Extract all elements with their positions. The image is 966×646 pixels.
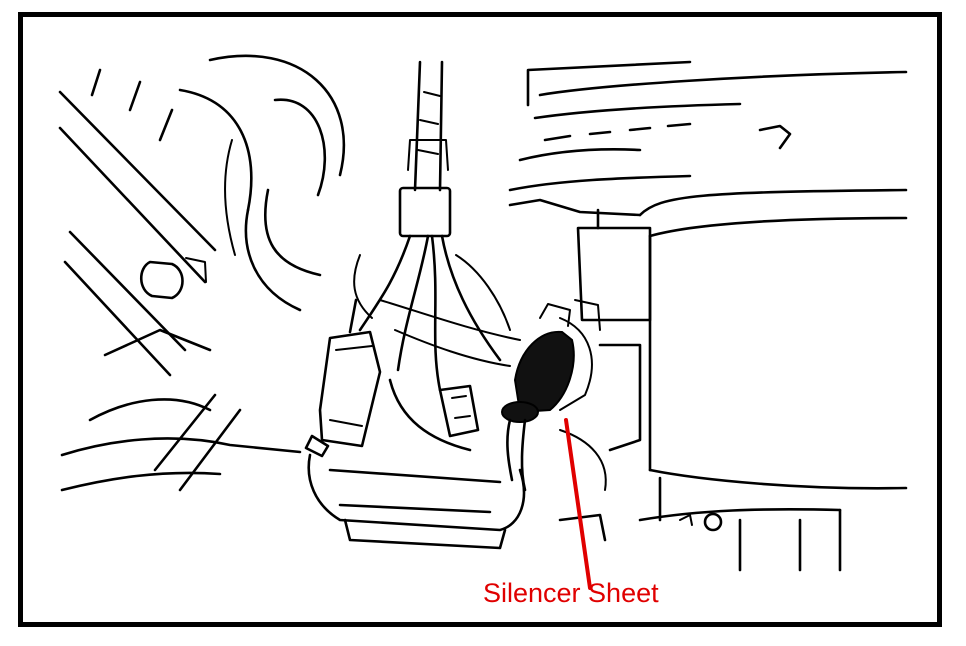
diagram-frame: [18, 12, 942, 627]
left-connector: [304, 298, 382, 458]
upper-duct: [178, 54, 346, 312]
black-connector: [501, 299, 601, 492]
wire-harness: [353, 60, 521, 392]
left-bracket: [58, 68, 302, 492]
lower-housing: [307, 378, 526, 550]
right-housing: [508, 60, 908, 572]
callout-leader-line: [564, 418, 592, 590]
callout-label-silencer-sheet: Silencer Sheet: [483, 578, 659, 608]
